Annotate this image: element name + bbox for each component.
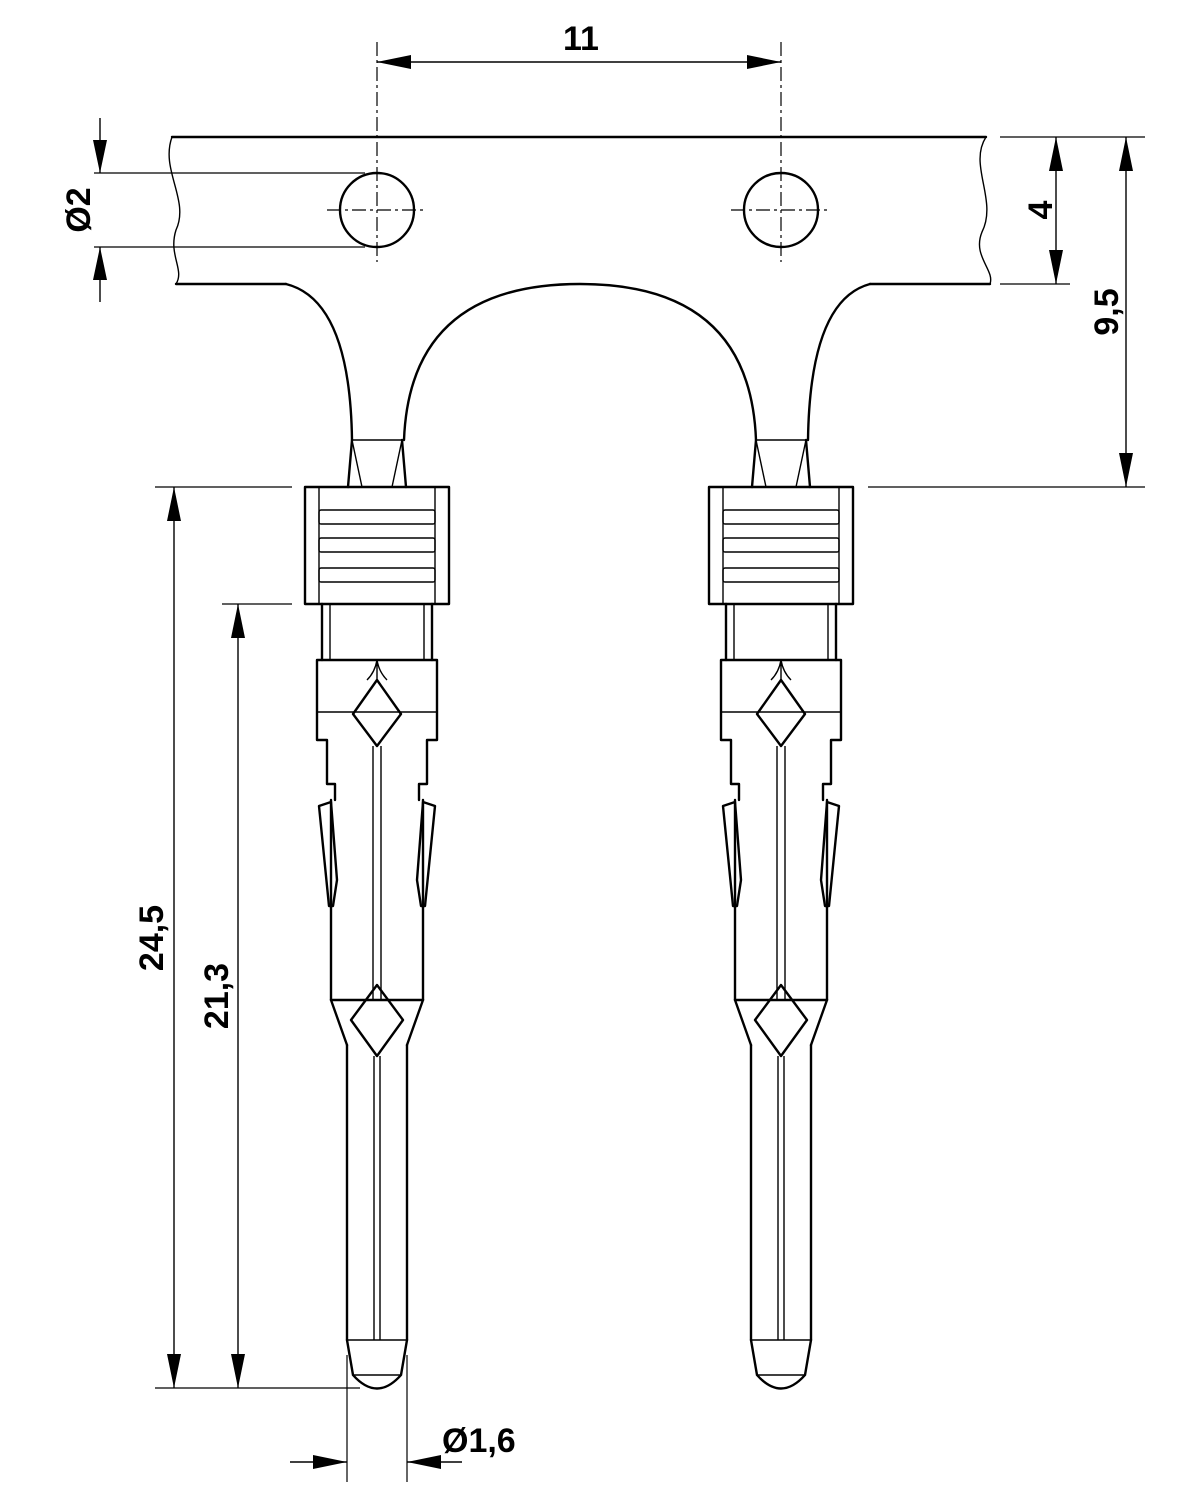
contact-pin-right (707, 438, 855, 1390)
dimension-hole-diameter: Ø2 (60, 118, 365, 302)
pin-length-label: 21,3 (198, 963, 236, 1029)
dimension-strip-height: 4 (1000, 136, 1145, 285)
overall-length-label: 24,5 (133, 905, 171, 971)
pitch-label: 11 (563, 20, 599, 58)
hole-diameter-label: Ø2 (60, 187, 98, 232)
carrier-strip (168, 42, 992, 442)
dimension-pin-diameter: Ø1,6 (290, 1355, 516, 1482)
dimension-pin-length: 21,3 (198, 603, 292, 1388)
contact-pin-left (303, 438, 451, 1390)
dimension-overall-length: 24,5 (133, 486, 360, 1389)
carrier-to-collar-label: 9,5 (1088, 288, 1126, 335)
pin-diameter-label: Ø1,6 (442, 1422, 516, 1460)
dimension-pitch: 11 (377, 20, 781, 69)
dimension-carrier-to-collar: 9,5 (868, 137, 1145, 488)
strip-height-label: 4 (1022, 200, 1060, 219)
